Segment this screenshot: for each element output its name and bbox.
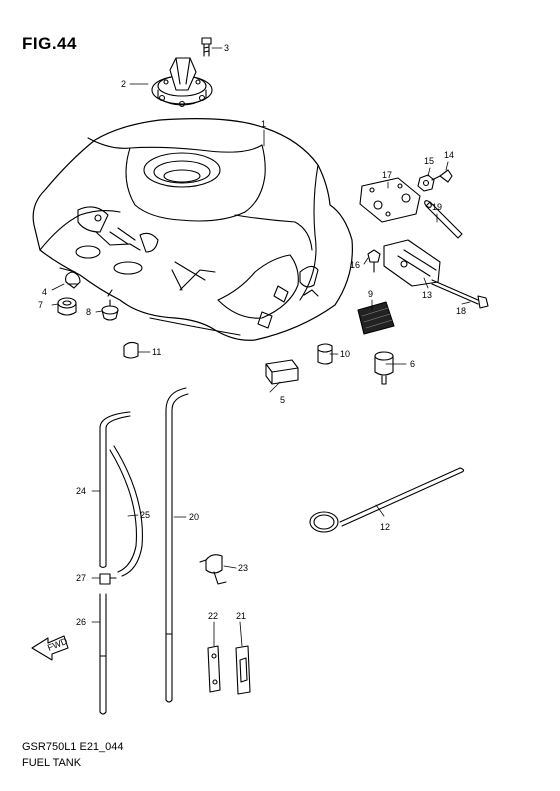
callout-15: 15 [424,156,434,166]
callout-23: 23 [238,563,248,573]
callout-14: 14 [444,150,454,160]
part-rod-19 [424,200,463,239]
callout-7: 7 [38,300,43,310]
fwd-arrow-icon: FWD [31,635,69,661]
callout-21: 21 [236,611,246,621]
part-bolt-16 [367,249,381,273]
part-hose-24 [99,411,131,569]
callout-2: 2 [121,79,126,89]
callout-25: 25 [140,510,150,520]
callout-labels: 1 2 3 4 5 6 7 8 9 10 11 12 13 14 15 16 1… [38,43,466,627]
callout-22: 22 [208,611,218,621]
part-damper-6 [374,351,394,385]
part-pad-9 [357,301,395,335]
part-grommet-8 [101,289,119,321]
callout-20: 20 [189,512,199,522]
diagram-name: FUEL TANK [22,757,82,769]
callout-6: 6 [410,359,415,369]
part-bolt-14 [431,169,453,183]
part-hose-20 [165,387,189,703]
callout-9: 9 [368,289,373,299]
callout-18: 18 [456,306,466,316]
callout-12: 12 [380,522,390,532]
part-joint-27 [99,573,117,585]
callout-3: 3 [224,43,229,53]
part-clamp-23 [199,554,227,585]
callout-26: 26 [76,617,86,627]
callout-16: 16 [350,260,360,270]
callout-10: 10 [340,349,350,359]
callout-8: 8 [86,307,91,317]
part-bolt-3 [201,37,212,57]
part-long-bolt-18 [431,279,489,309]
part-cap-10 [317,343,333,365]
part-bracket-13 [383,239,441,287]
callout-5: 5 [280,395,285,405]
part-fuel-cap-assembly [151,57,213,108]
part-cushion-7 [57,297,77,316]
diagram-code: GSR750L1 E21_044 [22,741,124,753]
callout-27: 27 [76,573,86,583]
part-fuel-tank [32,118,353,341]
callout-17: 17 [382,170,392,180]
part-cushion-5 [265,359,299,385]
leader-lines [51,47,471,647]
part-bracket-17 [359,177,421,223]
part-nut-15 [417,174,435,192]
callout-13: 13 [422,290,432,300]
part-cushion-4 [65,271,81,289]
callout-1: 1 [261,119,266,129]
part-hose-25 [109,445,143,577]
part-bracket-21 [235,645,251,695]
part-hose-26 [99,593,107,715]
figure-title: FIG.44 [22,34,77,53]
callout-19: 19 [432,202,442,212]
callout-11: 11 [152,347,161,357]
part-bracket-22 [207,645,221,693]
callout-24: 24 [76,486,86,496]
part-prop-rod-12 [309,467,465,533]
part-cap-11 [123,341,139,359]
callout-4: 4 [42,287,47,297]
